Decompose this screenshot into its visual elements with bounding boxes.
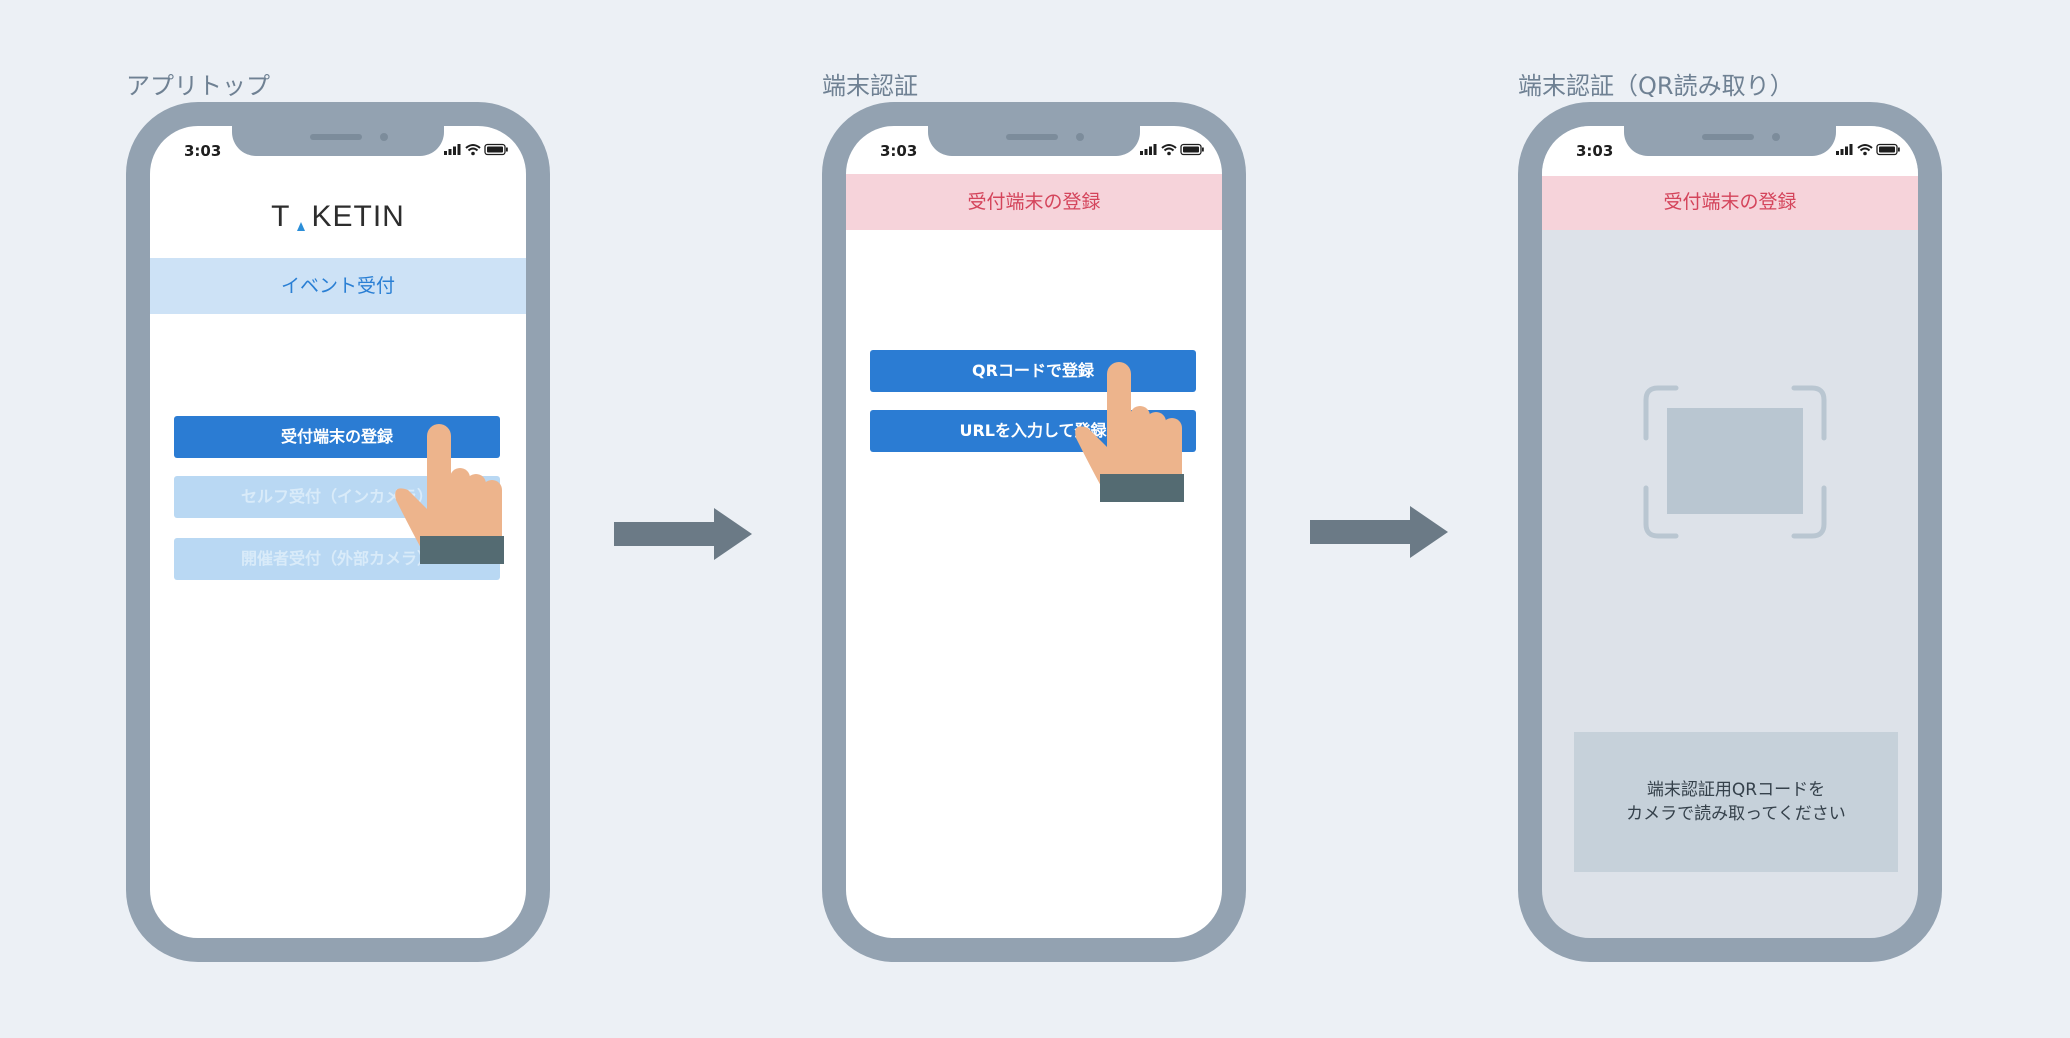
signal-wifi-battery-icon (1836, 143, 1900, 156)
status-time: 3:03 (184, 142, 222, 160)
taketin-logo: TAKETIN (271, 200, 405, 233)
register-terminal-header: 受付端末の登録 (846, 174, 1222, 230)
pointing-hand-icon (395, 424, 504, 564)
phone-screen: 3:03 受付端末の登録 QRコードで登録 URLを入力して登録 (846, 126, 1222, 938)
right-arrow-icon (614, 508, 752, 560)
phone-qr-scan: 3:03 受付端末の登録 (1518, 102, 1942, 962)
qr-hint-line2: カメラで読み取ってください (1626, 804, 1846, 824)
pointing-hand-icon (1075, 362, 1184, 502)
status-bar: 3:03 (846, 126, 1222, 176)
status-time: 3:03 (880, 142, 918, 160)
step-title-qr-scan: 端末認証（QR読み取り） (1518, 72, 1794, 100)
phone-screen: 3:03 受付端末の登録 (1542, 126, 1918, 938)
signal-wifi-battery-icon (444, 143, 508, 156)
status-bar: 3:03 (150, 126, 526, 176)
signal-wifi-battery-icon (1140, 143, 1204, 156)
phone-notch (928, 126, 1140, 156)
right-arrow-icon (1310, 506, 1448, 558)
status-icons (1140, 142, 1204, 156)
qr-hint-line1: 端末認証用QRコードを (1646, 780, 1826, 800)
phone-terminal-auth: 3:03 受付端末の登録 QRコードで登録 URLを入力して登録 (822, 102, 1246, 962)
phone-app-top: 3:03 TAKETIN イベント受付 受付端末の登録 セルフ受付（インカ (126, 102, 550, 962)
register-terminal-header: 受付端末の登録 (1542, 174, 1918, 230)
phone-notch (232, 126, 444, 156)
status-time: 3:03 (1576, 142, 1614, 160)
register-by-qr-button[interactable]: QRコードで登録 (870, 350, 1196, 392)
scan-frame-icon (1643, 385, 1827, 539)
qr-scan-hint: 端末認証用QRコードを カメラで読み取ってください (1574, 732, 1898, 872)
status-icons (1836, 142, 1900, 156)
status-icons (444, 142, 508, 156)
phone-notch (1624, 126, 1836, 156)
step-title-terminal-auth: 端末認証 (822, 72, 918, 100)
step-title-app-top: アプリトップ (126, 72, 270, 100)
event-reception-header: イベント受付 (150, 258, 526, 314)
